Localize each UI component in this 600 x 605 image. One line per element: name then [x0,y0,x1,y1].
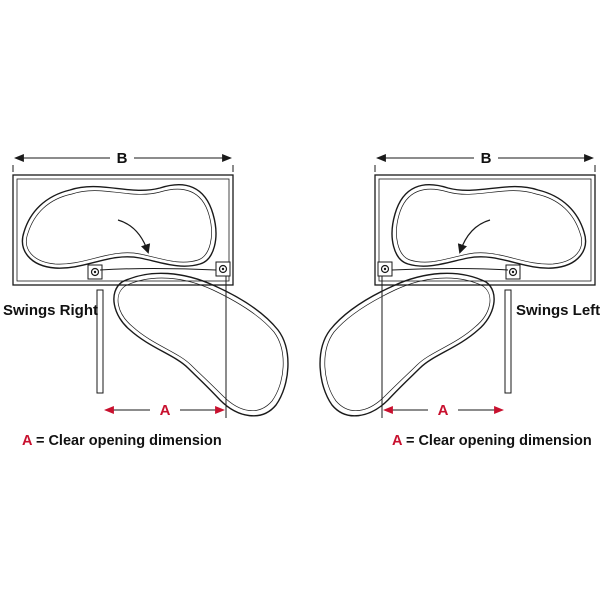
dim-b-label: B [481,150,492,167]
legend-text: = Clear opening dimension [32,433,222,449]
left-diagram-swings-right: B A Swings Right A = Clear opening dimen… [3,150,288,449]
dim-a-label: A [438,402,449,419]
legend: A = Clear opening dimension [392,433,592,449]
swing-direction-label: Swings Left [516,302,600,319]
legend-key: A [392,433,403,449]
legend-text: = Clear opening dimension [402,433,592,449]
dim-a-label: A [160,402,171,419]
legend: A = Clear opening dimension [22,433,222,449]
legend-key: A [22,433,33,449]
dim-b-label: B [117,150,128,167]
swing-direction-label: Swings Right [3,302,98,319]
right-diagram-swings-left: B A Swings Left A = Clear opening dimens… [320,150,600,449]
